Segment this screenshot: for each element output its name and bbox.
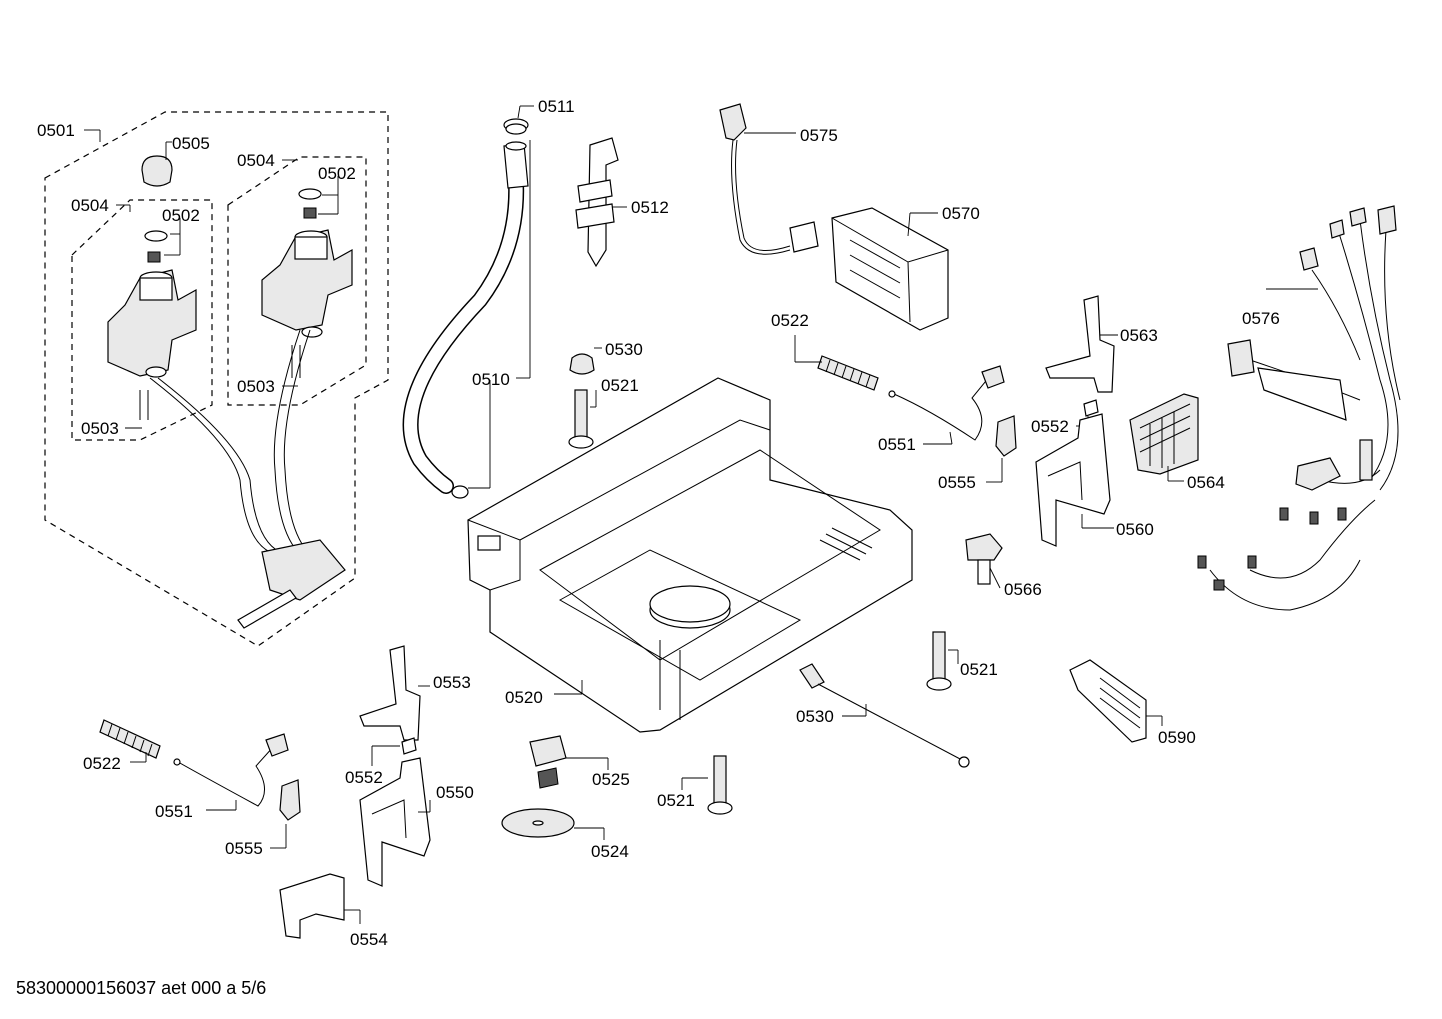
- spring-lower-part: [99, 719, 161, 763]
- sensor-0566-part: [965, 533, 1003, 589]
- label-0503: 0503: [81, 419, 119, 438]
- label-0566: 0566: [1004, 580, 1042, 599]
- drain-hose-part: [402, 105, 534, 499]
- label-0576: 0576: [1242, 309, 1280, 328]
- label-0504: 0504: [237, 151, 275, 170]
- water-valve-right: [261, 176, 353, 387]
- screw-upper-part: [568, 389, 597, 449]
- label-0555: 0555: [938, 473, 976, 492]
- disc-0524-part: [501, 808, 605, 840]
- label-0530: 0530: [796, 707, 834, 726]
- float-cable-part: [799, 663, 970, 768]
- power-cord-part: [719, 103, 819, 255]
- screw-right-part: [926, 631, 959, 691]
- label-0520: 0520: [505, 688, 543, 707]
- label-0505: 0505: [172, 134, 210, 153]
- label-0521: 0521: [601, 376, 639, 395]
- cover-part: [1129, 393, 1199, 482]
- label-0511: 0511: [538, 97, 575, 116]
- label-0521: 0521: [657, 791, 695, 810]
- bracket-0590-part: [1069, 659, 1163, 743]
- callout-labels: 0501 0505 0504 0502 0503 0504 0502 0503 …: [37, 97, 1280, 949]
- label-0501: 0501: [37, 121, 75, 140]
- label-0502: 0502: [318, 164, 356, 183]
- valve-assembly-group: [44, 111, 389, 647]
- label-0522: 0522: [83, 754, 121, 773]
- label-0550: 0550: [436, 783, 474, 802]
- document-id-footer: 58300000156037 aet 000 a 5/6: [16, 978, 267, 998]
- label-0522: 0522: [771, 311, 809, 330]
- label-0524: 0524: [591, 842, 629, 861]
- wiring-harness-part: [1197, 205, 1401, 611]
- hose-holder-part: [575, 137, 627, 268]
- label-0504: 0504: [71, 196, 109, 215]
- sensor-cable-upper-part: [888, 365, 1005, 445]
- label-0521: 0521: [960, 660, 998, 679]
- label-0570: 0570: [942, 204, 980, 223]
- filter-cap-part: [141, 141, 173, 187]
- spring-upper-part: [794, 335, 879, 391]
- float-upper-part: [569, 347, 602, 375]
- label-0563: 0563: [1120, 326, 1158, 345]
- label-0575: 0575: [800, 126, 838, 145]
- cover-0554-part: [279, 873, 361, 939]
- base-tub-part: [467, 377, 913, 733]
- label-0560: 0560: [1116, 520, 1154, 539]
- label-0564: 0564: [1187, 473, 1225, 492]
- label-0555: 0555: [225, 839, 263, 858]
- hinge-bracket-lower-part: [359, 757, 431, 887]
- label-0512: 0512: [631, 198, 669, 217]
- clip-lower-part: [270, 779, 301, 849]
- hinge-lower-part: [359, 645, 430, 741]
- label-0553: 0553: [433, 673, 471, 692]
- label-0502: 0502: [162, 206, 200, 225]
- label-0552: 0552: [345, 768, 383, 787]
- label-0590: 0590: [1158, 728, 1196, 747]
- sensor-cable-lower-part: [173, 733, 289, 811]
- hinge-bracket-upper-part: [1035, 413, 1114, 547]
- label-0552: 0552: [1031, 417, 1069, 436]
- hinge-upper-part: [1045, 295, 1118, 393]
- water-valve-left: [107, 218, 197, 429]
- sensor-0525-part: [529, 735, 609, 789]
- screw-lower-part: [681, 755, 733, 815]
- clip-0552-lower: [371, 737, 417, 766]
- label-0503: 0503: [237, 377, 275, 396]
- label-0551: 0551: [155, 802, 193, 821]
- label-0510: 0510: [472, 370, 510, 389]
- control-module-part: [831, 207, 949, 331]
- label-0554: 0554: [350, 930, 388, 949]
- label-0525: 0525: [592, 770, 630, 789]
- label-0551: 0551: [878, 435, 916, 454]
- label-0530: 0530: [605, 340, 643, 359]
- clip-upper-part: [986, 415, 1017, 483]
